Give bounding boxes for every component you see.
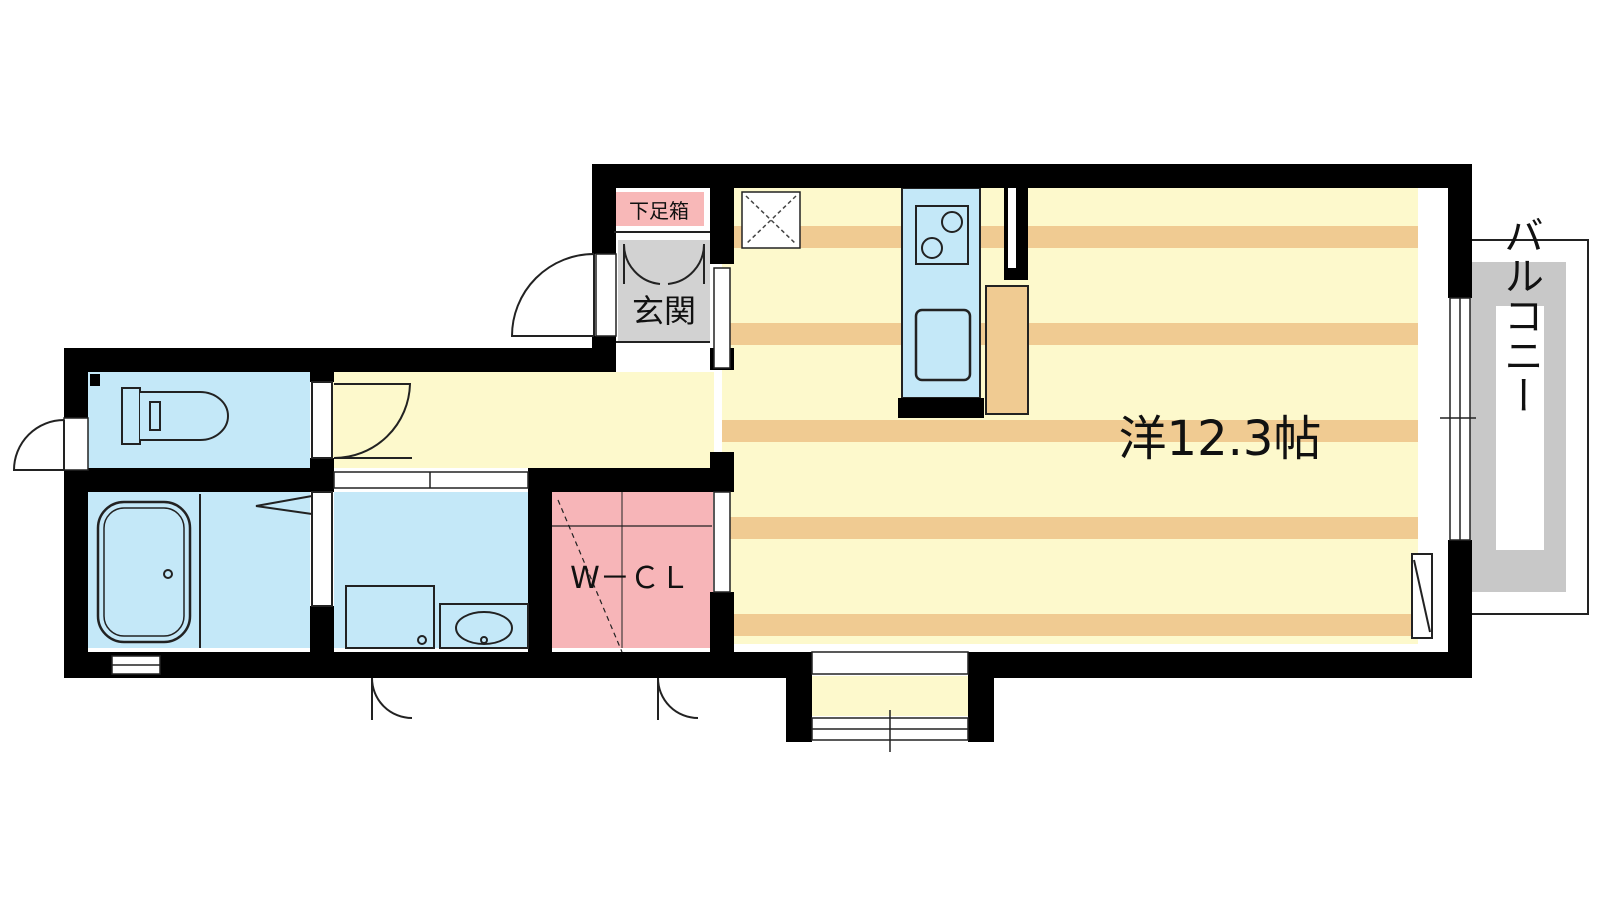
balcony-label-box bbox=[1496, 306, 1544, 550]
western-room-floor bbox=[722, 184, 1418, 644]
floor-stripe bbox=[722, 614, 1418, 636]
kitchen-wall-end bbox=[898, 398, 984, 418]
floor-stripe bbox=[722, 323, 1418, 345]
windows bbox=[63, 253, 1476, 752]
entrance-door-swing bbox=[510, 253, 595, 337]
washer-knob-icon bbox=[417, 635, 427, 645]
bay-wall-right bbox=[968, 652, 994, 742]
toilet-bowl-icon bbox=[140, 391, 229, 441]
sink-icon bbox=[914, 308, 972, 382]
toilet-lid bbox=[149, 401, 161, 431]
entrance-door-frame bbox=[595, 253, 617, 337]
room-sliding-door-lower bbox=[713, 491, 731, 593]
balcony bbox=[1469, 239, 1589, 615]
entrance-floor bbox=[618, 240, 710, 342]
stove-burner-icon bbox=[921, 237, 943, 259]
closet-floor bbox=[552, 492, 713, 648]
hallway-floor bbox=[328, 372, 714, 468]
wall-toilet-right bbox=[310, 348, 334, 382]
wall-left-outer-lower bbox=[64, 470, 88, 678]
wall-toilet-right-lower bbox=[310, 458, 334, 492]
refrigerator-space bbox=[985, 285, 1029, 415]
wall-left-outer bbox=[64, 348, 88, 418]
washing-machine-space bbox=[345, 585, 435, 649]
closet-dashed-line bbox=[557, 499, 623, 653]
stove-burner-icon bbox=[941, 211, 963, 233]
wall-hall-bottom bbox=[528, 468, 734, 492]
kitchen-partition-inner bbox=[1008, 188, 1016, 268]
wall-bottom-right bbox=[968, 652, 1472, 678]
labels: 洋12.3帖 W－ＣＬ 玄関 下足箱 バルコニー bbox=[570, 199, 1543, 596]
wash-basin bbox=[439, 603, 529, 649]
stove-outline bbox=[915, 205, 969, 265]
bath-door-frame bbox=[311, 491, 333, 607]
storage-door-line bbox=[1413, 559, 1431, 633]
wall-top bbox=[592, 164, 1472, 188]
doors bbox=[12, 231, 710, 720]
toilet-outside-door bbox=[12, 419, 65, 471]
western-room-label: 洋12.3帖 bbox=[1119, 411, 1322, 467]
balcony-label: バルコニー bbox=[1497, 215, 1543, 415]
bay-wall-left bbox=[786, 652, 812, 742]
bay-window-floor bbox=[810, 676, 968, 716]
ventilation-icon bbox=[741, 191, 801, 249]
wall-bath-right-lower bbox=[310, 606, 334, 666]
shoe-door-left bbox=[622, 243, 661, 285]
closet-door-swing bbox=[657, 677, 699, 720]
washroom-sliding-door bbox=[333, 471, 529, 489]
floor-fills bbox=[88, 184, 1418, 716]
toilet-tank bbox=[121, 387, 141, 445]
ventilation-box bbox=[741, 191, 801, 249]
bath-folding-door bbox=[255, 495, 313, 515]
fixtures bbox=[96, 387, 1433, 653]
bathtub-icon bbox=[96, 500, 192, 644]
shoe-cabinet-label: 下足箱 bbox=[629, 199, 689, 223]
entrance-step bbox=[618, 342, 710, 370]
ventilation-cross bbox=[745, 195, 797, 245]
wall-entrance-right bbox=[710, 164, 734, 264]
floor-stripe bbox=[722, 420, 1418, 442]
kitchen bbox=[898, 187, 1029, 418]
toilet-door-swing bbox=[333, 383, 412, 459]
closet-label: W－ＣＬ bbox=[570, 561, 690, 596]
wall-main-left-low bbox=[710, 592, 734, 664]
wall-left-top bbox=[64, 348, 616, 372]
wash-drain-icon bbox=[480, 636, 488, 644]
toilet-door-frame bbox=[311, 381, 333, 459]
toilet-window bbox=[63, 417, 89, 471]
bathtub-inner bbox=[103, 507, 185, 637]
shoe-door-right bbox=[667, 243, 706, 285]
wall-main-left-mid bbox=[710, 452, 734, 492]
bath-drain-icon bbox=[163, 569, 173, 579]
entrance-label: 玄関 bbox=[632, 292, 696, 330]
wall-entrance-left bbox=[592, 164, 616, 254]
room-sliding-door-upper bbox=[713, 267, 731, 369]
floor-stripes bbox=[722, 226, 1418, 636]
floor-stripe bbox=[722, 517, 1418, 539]
wall-toilet-bath bbox=[64, 468, 332, 492]
bay-window-top bbox=[811, 651, 969, 675]
wall-bottom-mid bbox=[64, 652, 786, 678]
wall-right-upper bbox=[1448, 164, 1472, 298]
washroom-door-swing bbox=[371, 677, 413, 720]
shoe-cabinet bbox=[614, 192, 704, 226]
pipe-shaft bbox=[90, 374, 100, 386]
wall-wash-closet bbox=[528, 468, 552, 664]
floor-stripe bbox=[722, 226, 1418, 248]
ventilation-cross bbox=[745, 195, 797, 245]
